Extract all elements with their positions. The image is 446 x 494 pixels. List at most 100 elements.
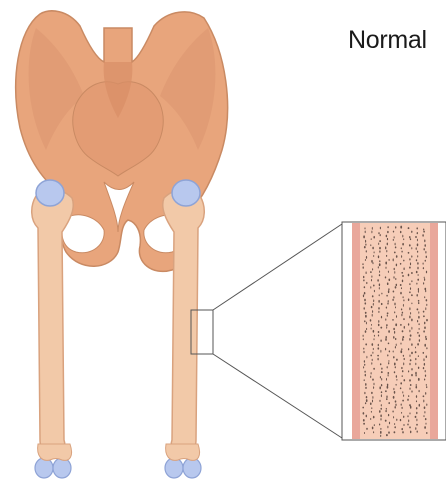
bone-pore [418,367,419,369]
bone-pore [379,260,380,262]
bone-pore [394,406,395,409]
bone-pore [389,350,390,352]
bone-pore [424,239,425,242]
bone-pore [396,255,398,258]
bone-pore [366,271,367,274]
bone-pore [401,247,402,249]
bone-pore [370,286,371,289]
bone-pore [416,384,417,386]
bone-pore [402,338,404,341]
bone-pore [418,390,419,392]
bone-pore [371,279,372,281]
bone-pore [416,400,417,402]
bone-pore [416,412,417,414]
bone-pore [387,312,389,314]
bone-pore [424,296,425,298]
bone-pore [417,251,418,253]
bone-pore [417,262,419,265]
bone-pore [426,384,427,386]
bone-pore [378,300,380,303]
bone-pore [394,423,395,425]
bone-pore [363,412,365,414]
bone-pore [379,271,380,273]
bone-pore [395,226,396,228]
bone-pore [373,236,375,239]
bone-pore [381,371,383,373]
bone-pore [387,386,389,389]
bone-pore [395,286,397,288]
bone-pore [380,414,382,417]
bone-pore [393,231,394,233]
bone-pore [366,396,368,398]
bone-pore [417,239,418,242]
bone-pore [400,387,401,389]
bone-pore [426,256,427,258]
bone-pore [377,355,379,357]
bone-pore [372,227,373,230]
bone-pore [364,246,366,248]
bone-pore [395,400,397,402]
bone-pore [426,355,428,358]
bone-pore [393,336,394,339]
bone-pore [418,378,420,381]
bone-pore [377,279,379,282]
bone-pore [371,275,372,277]
bone-pore [386,324,388,326]
bone-pore [411,231,412,233]
bone-pore [411,327,412,330]
bone-pore [388,360,389,362]
bone-pore [365,387,367,389]
bone-pore [424,379,425,381]
bone-pore [396,284,398,287]
bone-pore [411,318,413,321]
bone-pore [408,348,409,350]
bone-pore [422,234,424,237]
bone-pore [363,348,364,350]
bone-pore [395,346,396,349]
bone-pore [373,383,374,386]
bone-pore [374,251,375,253]
bone-pore [373,299,374,302]
bone-pore [386,408,387,410]
bone-pore [371,392,373,394]
left-knee-joint-b [53,458,71,478]
bone-pore [378,335,379,337]
bone-pore [411,255,412,257]
bone-pore [400,284,402,286]
bone-pore [417,232,418,234]
bone-pore [386,395,387,398]
bone-pore [401,403,402,405]
bone-pore [379,410,381,413]
bone-pore [378,255,379,258]
bone-pore [372,314,373,317]
bone-pore [364,320,366,322]
bone-pore [403,267,404,270]
bone-pore [425,260,426,262]
bone-pore [417,430,418,432]
bone-pore [379,274,380,276]
bone-pore [395,403,396,406]
bone-pore [365,259,366,261]
bone-pore [409,267,411,269]
bone-pore [371,343,373,346]
bone-pore [403,379,405,381]
bone-pore [416,407,418,409]
bone-pore [373,386,374,389]
bone-pore [426,432,427,434]
bone-pore [366,399,368,402]
bone-pore [377,347,379,349]
bone-pore [407,399,409,401]
bone-pore [409,379,411,381]
bone-pore [388,300,389,303]
bone-pore [396,315,397,318]
bone-pore [371,411,372,413]
bone-pore [426,271,427,274]
bone-pore [387,384,389,386]
bone-pore [393,416,394,418]
bone-pore [411,280,412,282]
bone-pore [364,227,365,229]
bone-pore [418,316,420,319]
bone-pore [417,279,419,281]
bone-pore [374,290,375,293]
